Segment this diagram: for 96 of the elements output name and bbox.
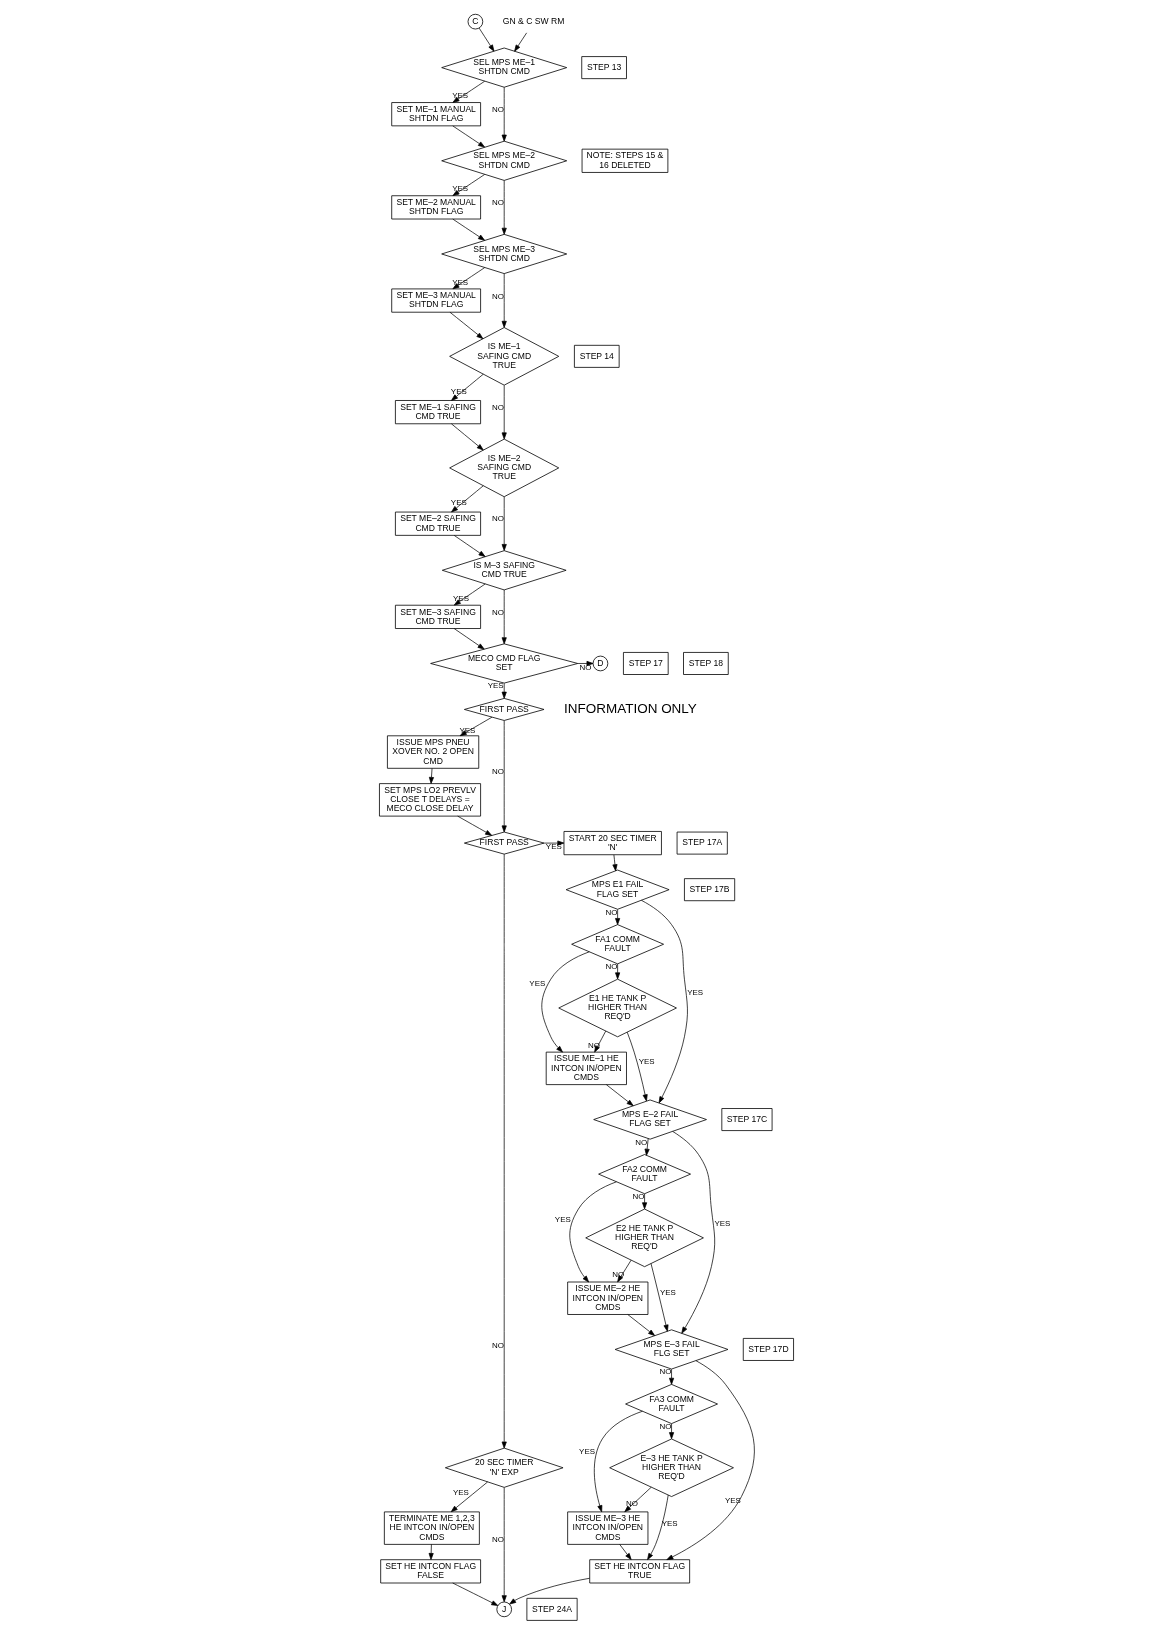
- node-diamond: IS ME–1 SAFING CMD TRUE: [449, 327, 560, 386]
- node-box: SET ME–1 SAFING CMD TRUE: [395, 400, 481, 425]
- arrow: [451, 423, 484, 451]
- arrow: [453, 535, 486, 557]
- node-box: SET ME–1 MANUAL SHTDN FLAG: [391, 102, 481, 127]
- arrow: [514, 32, 527, 52]
- node-box: ISSUE ME–2 HE INTCON IN/OPEN CMDS: [567, 1281, 649, 1315]
- arrow: [644, 1138, 650, 1156]
- node-box: ISSUE ME–3 HE INTCON IN/OPEN CMDS: [567, 1511, 649, 1545]
- arrow: [543, 840, 565, 846]
- arrow: [509, 1577, 590, 1605]
- arrow: [641, 899, 688, 1104]
- arrow: [452, 80, 486, 103]
- arrow: [624, 1486, 652, 1513]
- arrow: [450, 1481, 488, 1513]
- arrow: [501, 1487, 507, 1603]
- arrow: [501, 273, 507, 328]
- arrow: [594, 1030, 607, 1053]
- arrow: [615, 963, 621, 980]
- node-box: STEP 17A: [676, 831, 728, 855]
- arrow: [672, 1131, 716, 1334]
- node-box: STEP 17C: [721, 1108, 773, 1131]
- node-box: NOTE: STEPS 15 & 16 DELETED: [581, 148, 669, 173]
- node-diamond: 20 SEC TIMER 'N' EXP: [444, 1447, 564, 1488]
- arrow: [453, 628, 485, 650]
- arrow: [501, 720, 507, 833]
- arrow: [615, 909, 621, 925]
- arrow: [449, 311, 484, 340]
- arrow: [669, 1423, 675, 1440]
- node-box: STEP 24A: [526, 1597, 578, 1621]
- node-box: SET HE INTCON FLAG TRUE: [589, 1559, 691, 1584]
- arrow: [478, 27, 495, 52]
- arrow: [501, 385, 507, 440]
- arrow: [642, 1193, 648, 1210]
- node-diamond: IS ME–2 SAFING CMD TRUE: [449, 438, 560, 498]
- node-box: SET HE INTCON FLAG FALSE: [380, 1559, 481, 1584]
- node-diamond: E2 HE TANK P HIGHER THAN REQ'D: [585, 1208, 704, 1268]
- arrow: [577, 660, 594, 666]
- node-box: STEP 17: [623, 652, 669, 675]
- node-box: STEP 14: [574, 344, 620, 368]
- arrow: [453, 583, 486, 606]
- node-box: SET ME–3 SAFING CMD TRUE: [395, 604, 481, 629]
- node-diamond: E–3 HE TANK P HIGHER THAN REQ'D: [609, 1438, 734, 1497]
- arrow: [457, 815, 493, 836]
- node-box: ISSUE MPS PNEU XOVER NO. 2 OPEN CMD: [387, 735, 480, 769]
- arrow: [501, 589, 507, 645]
- arrow: [451, 485, 484, 513]
- arrow: [647, 1494, 669, 1560]
- node-box: STEP 13: [581, 56, 627, 80]
- arrow: [501, 682, 507, 699]
- node-box: TERMINATE ME 1,2,3 HE INTCON IN/OPEN CMDS: [383, 1511, 480, 1545]
- node-diamond: FA2 COMM FAULT: [598, 1154, 691, 1195]
- arrow: [650, 1263, 669, 1332]
- arrow: [501, 496, 507, 551]
- node-diamond: FIRST PASS: [464, 698, 545, 721]
- node-box: STEP 17D: [742, 1338, 794, 1361]
- arrow: [605, 1084, 634, 1107]
- node-diamond: MPS E1 FAIL FLAG SET: [565, 869, 670, 910]
- node-box: SET MPS LO2 PREVLV CLOSE T DELAYS = MECO CLOSE DELAY: [379, 783, 481, 817]
- arrow: [612, 854, 618, 872]
- arrow: [501, 86, 507, 142]
- node-box: SET ME–3 MANUAL SHTDN FLAG: [391, 288, 481, 313]
- arrow: [452, 1582, 499, 1606]
- arrow: [541, 951, 590, 1053]
- node-circle: D: [592, 655, 609, 672]
- arrow: [626, 1031, 648, 1102]
- arrow: [619, 1544, 632, 1560]
- node-box: START 20 SEC TIMER 'N': [563, 831, 662, 856]
- node-diamond: SEL MPS ME–1 SHTDN CMD: [441, 47, 568, 88]
- arrow: [428, 1544, 434, 1560]
- arrow: [452, 125, 485, 148]
- arrow: [451, 373, 484, 401]
- arrow: [501, 853, 507, 1449]
- arrow: [569, 1181, 617, 1283]
- arrow: [501, 180, 507, 235]
- node-circle: J: [496, 1601, 512, 1618]
- arrow: [666, 1360, 755, 1561]
- arrow: [627, 1314, 655, 1336]
- arrow: [617, 1259, 632, 1283]
- node-box: SET ME–2 MANUAL SHTDN FLAG: [391, 195, 481, 220]
- arrow: [428, 768, 434, 784]
- arrow: [459, 716, 493, 737]
- label: INFORMATION ONLY: [564, 700, 697, 716]
- arrow: [669, 1368, 675, 1385]
- node-box: STEP 17B: [684, 878, 736, 902]
- node-diamond: FA1 COMM FAULT: [571, 924, 664, 965]
- arrow: [452, 218, 485, 241]
- arrow: [593, 1410, 643, 1513]
- node-diamond: FA3 COMM FAULT: [625, 1384, 718, 1424]
- node-box: ISSUE ME–1 HE INTCON IN/OPEN CMDS: [545, 1051, 627, 1085]
- node-circle: C: [467, 13, 484, 30]
- node-box: SET ME–2 SAFING CMD TRUE: [395, 511, 481, 536]
- arrow: [452, 174, 486, 196]
- node-box: STEP 18: [683, 652, 729, 675]
- node-diamond: E1 HE TANK P HIGHER THAN REQ'D: [558, 978, 677, 1038]
- node-text: GN & C SW RM: [502, 15, 565, 26]
